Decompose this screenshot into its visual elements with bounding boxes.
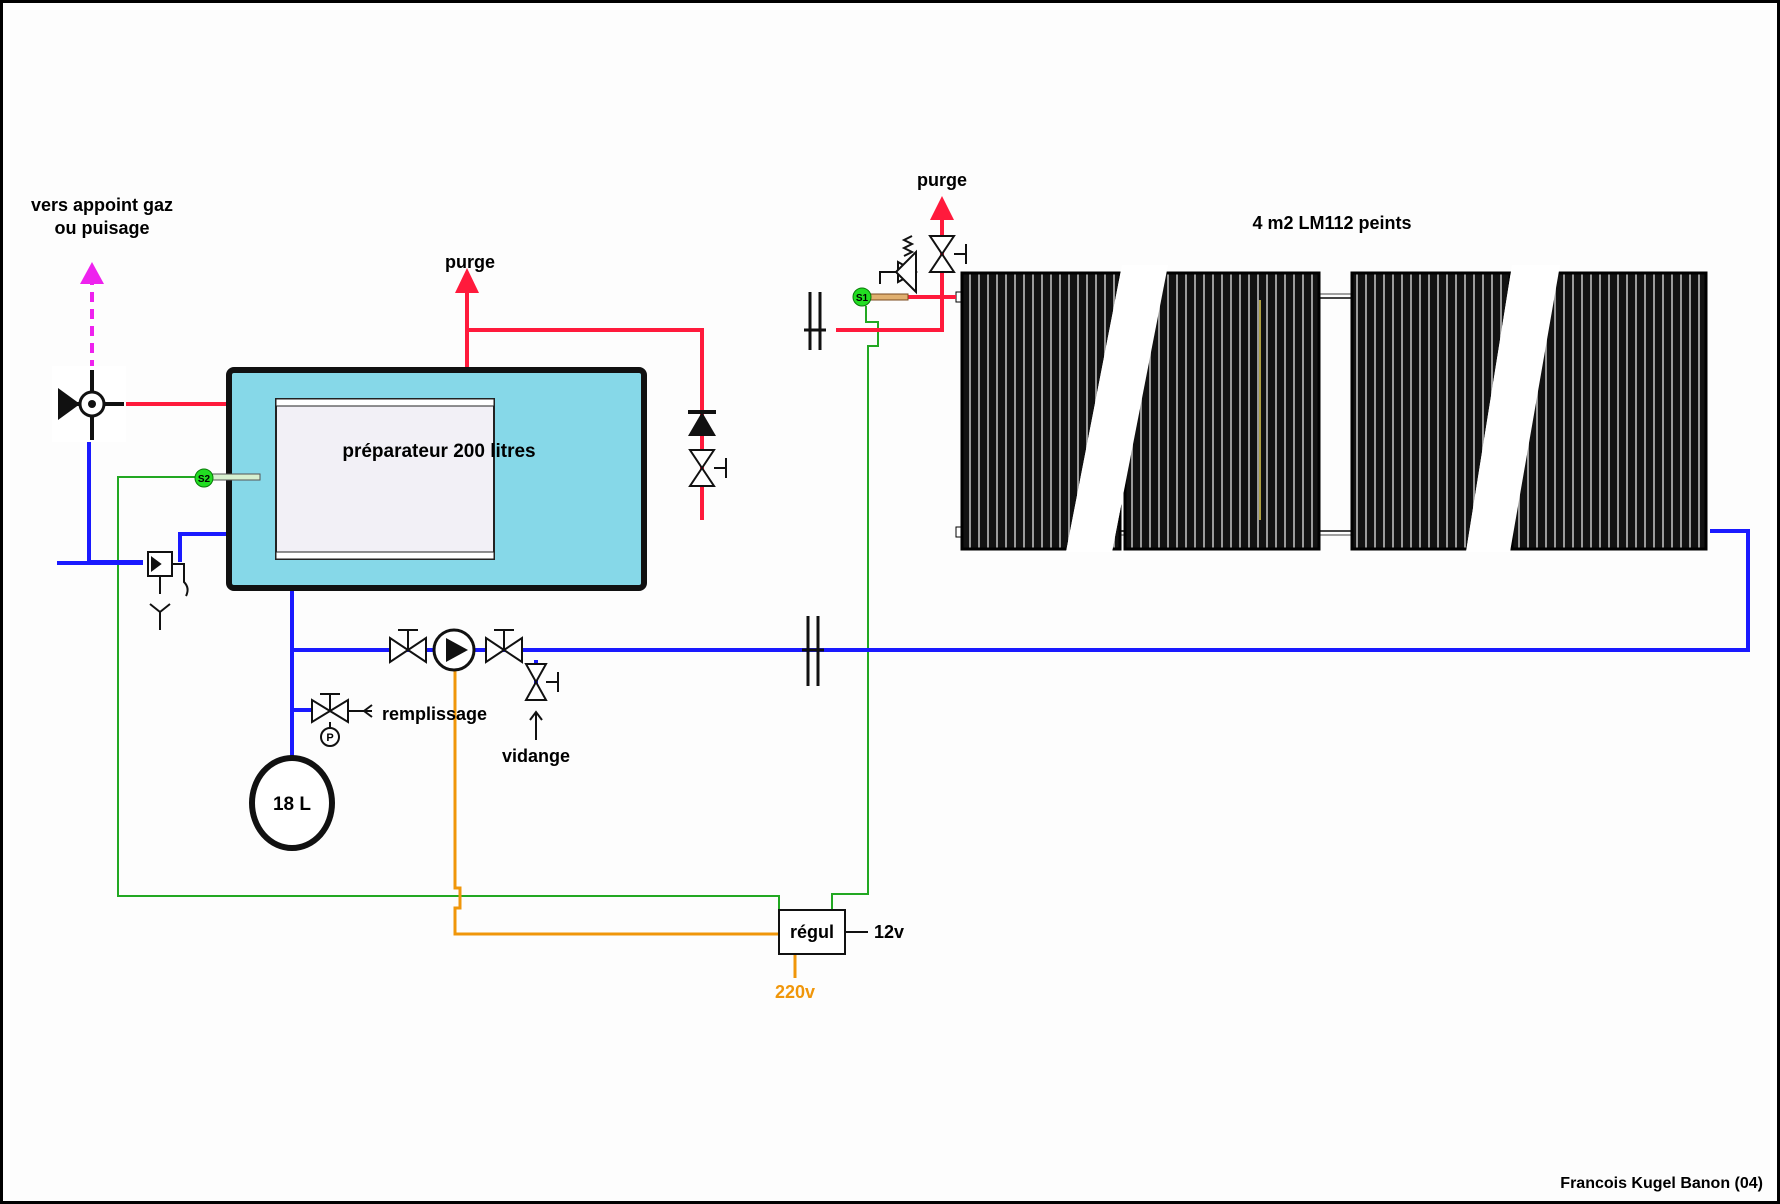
expansion-vessel-label: 18 L	[273, 794, 311, 815]
sensor-s1-label: S1	[856, 293, 869, 304]
expansion-vessel-icon	[249, 755, 335, 851]
collectors-label: 4 m2 LM112 peints	[1252, 213, 1411, 233]
check-valve-icon	[688, 410, 716, 436]
gate-valve-icon	[389, 629, 427, 664]
union-icon	[802, 616, 824, 686]
gate-valve-icon	[928, 235, 967, 273]
gate-valve-icon	[688, 449, 727, 487]
purge-label-right: purge	[917, 170, 967, 190]
purge-arrow-icon	[930, 196, 954, 220]
pressure-gauge-label: P	[326, 732, 333, 744]
gate-valve-icon	[524, 663, 559, 701]
drain-label: vidange	[502, 746, 570, 766]
storage-tank	[226, 367, 647, 591]
solar-collector-icon	[1066, 265, 1321, 552]
power-wiring	[453, 668, 797, 978]
gas-supply-label-line2: ou puisage	[54, 218, 149, 238]
solar-collector-icon	[1466, 265, 1708, 552]
union-icon	[804, 292, 826, 350]
voltage-12-label: 12v	[874, 922, 904, 942]
gate-valve-icon	[485, 629, 523, 664]
controller-label: régul	[790, 922, 834, 942]
tank-label: préparateur 200 litres	[342, 441, 535, 462]
sensor-s2-label: S2	[198, 474, 211, 485]
purge-label-left: purge	[445, 252, 495, 272]
gate-valve-icon	[311, 693, 373, 728]
controller-box	[778, 909, 868, 955]
gas-arrow-icon	[80, 262, 104, 284]
pressure-gauge-icon: P	[320, 727, 340, 747]
solar-collector-array	[955, 265, 1708, 552]
purge-arrow-icon	[455, 268, 479, 293]
sensor-s2	[194, 468, 261, 488]
sensor-s1	[852, 287, 909, 307]
pump-icon	[432, 628, 476, 672]
gas-supply-label-line1: vers appoint gaz	[31, 195, 173, 215]
gas-supply-line	[80, 262, 104, 370]
mixing-valve-icon	[52, 366, 126, 442]
disconnector-icon	[147, 551, 189, 630]
credit-label: Francois Kugel Banon (04)	[1560, 1175, 1763, 1192]
sensor-wiring	[117, 306, 879, 910]
filling-label: remplissage	[382, 704, 487, 724]
safety-valve-icon	[879, 235, 919, 295]
drain-arrow-icon	[529, 710, 543, 740]
voltage-220-label: 220v	[775, 982, 815, 1002]
